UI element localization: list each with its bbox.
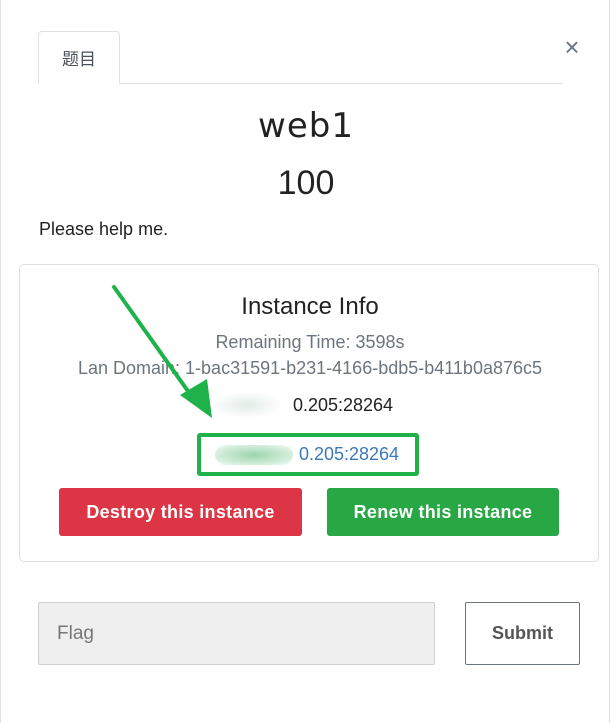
redaction-blur bbox=[215, 445, 293, 465]
close-icon[interactable]: × bbox=[564, 32, 580, 62]
challenge-description: Please help me. bbox=[39, 219, 169, 239]
renew-instance-button[interactable]: Renew this instance bbox=[327, 488, 559, 536]
modal-right-border bbox=[609, 0, 610, 723]
instance-host-text: 0.205:28264 bbox=[292, 395, 394, 415]
challenge-value: 100 bbox=[277, 164, 335, 202]
challenge-name: web1 bbox=[258, 106, 354, 146]
instance-info-card: Instance Info Remaining Time: 3598s Lan … bbox=[19, 264, 599, 562]
instance-host: 0.205:28264 bbox=[20, 395, 600, 416]
remaining-time: Remaining Time: 3598s bbox=[215, 332, 405, 352]
destroy-instance-button[interactable]: Destroy this instance bbox=[59, 488, 302, 536]
tab-challenge[interactable]: 题目 bbox=[38, 31, 120, 84]
instance-link-text[interactable]: 0.205:28264 bbox=[298, 444, 400, 464]
tab-bar: 题目 bbox=[38, 31, 563, 84]
annotation-arrow-icon bbox=[112, 285, 212, 418]
redaction-blur bbox=[214, 393, 280, 417]
submit-button[interactable]: Submit bbox=[465, 602, 580, 665]
instance-info-title: Instance Info bbox=[241, 293, 379, 320]
lan-domain: Lan Domain: 1-bac31591-b231-4166-bdb5-b4… bbox=[77, 358, 543, 378]
highlight-box bbox=[197, 433, 419, 476]
modal-left-border bbox=[0, 0, 1, 723]
instance-link[interactable]: 0.205:28264 bbox=[20, 444, 600, 465]
flag-input[interactable] bbox=[38, 602, 435, 665]
